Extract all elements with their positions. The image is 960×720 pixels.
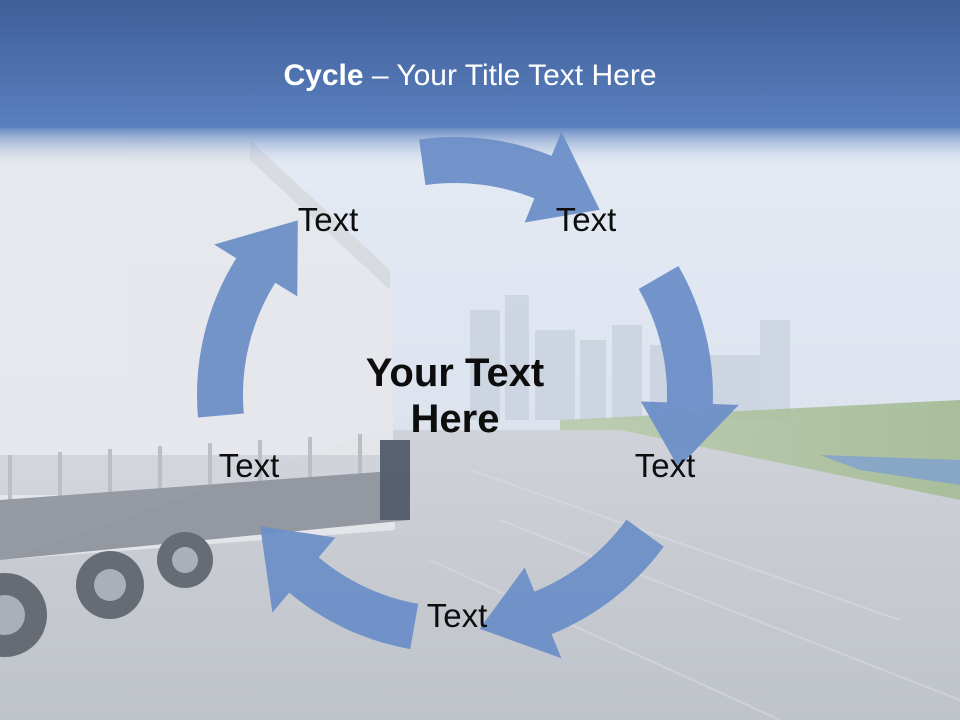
node-label-top-left: Text: [297, 201, 359, 238]
arrow-bottom-left: [260, 526, 419, 650]
center-text: Your Text Here: [365, 351, 545, 441]
node-label-top-right: Text: [555, 201, 617, 238]
title-text: – Your Title Text Here: [363, 59, 657, 92]
slide-title: Cycle – Your Title Text Here: [0, 56, 940, 96]
node-label-right: Text: [634, 447, 696, 484]
title-bold: Cycle: [283, 59, 364, 92]
arrow-top: [419, 131, 600, 223]
node-label-left: Text: [218, 447, 280, 484]
arrow-bottom-right: [479, 519, 664, 659]
arrow-left: [197, 220, 298, 418]
arrow-right: [638, 266, 739, 468]
node-label-bottom: Text: [426, 597, 488, 634]
